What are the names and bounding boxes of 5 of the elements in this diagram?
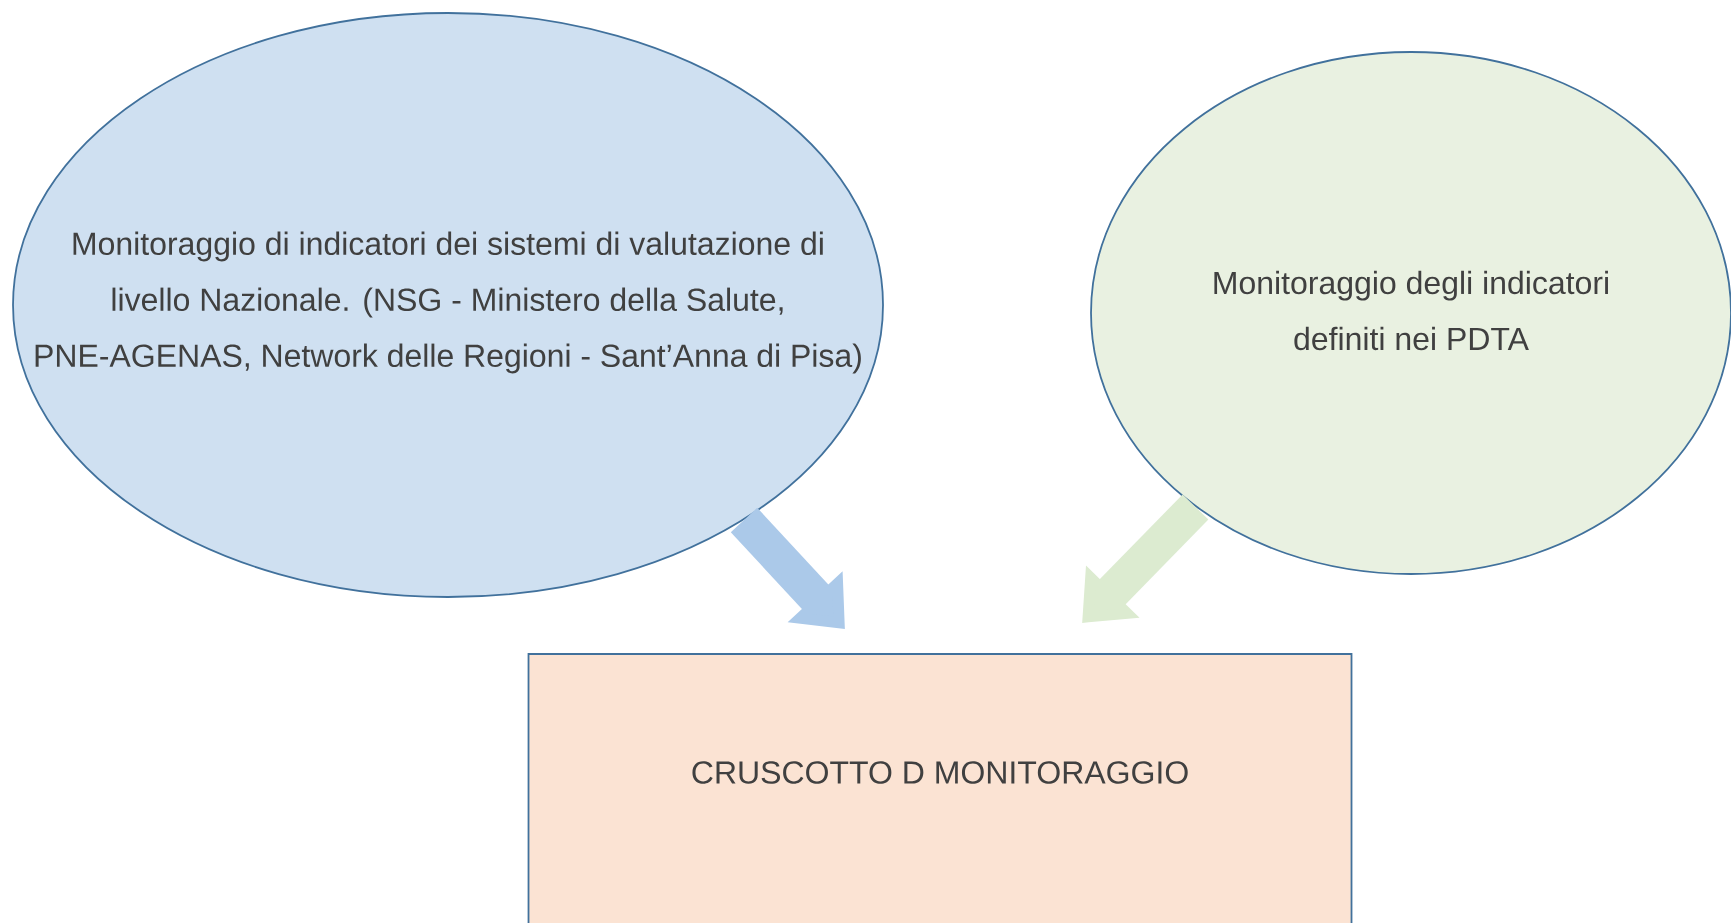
- ellipse-node: Monitoraggio di indicatori dei sistemi di valutazione di livello Nazionale. (NSG - Ministero della Salute, PNE-AGENAS, Network delle Regioni - Sant’Anna di Pisa): [12, 12, 884, 598]
- block-arrow: [730, 507, 845, 629]
- ellipse-node: Monitoraggio degli indicatori definiti nei PDTA: [1090, 51, 1731, 575]
- block-arrow: [1082, 494, 1209, 623]
- process-box: CRUSCOTTO D MONITORAGGIO: [527, 653, 1353, 923]
